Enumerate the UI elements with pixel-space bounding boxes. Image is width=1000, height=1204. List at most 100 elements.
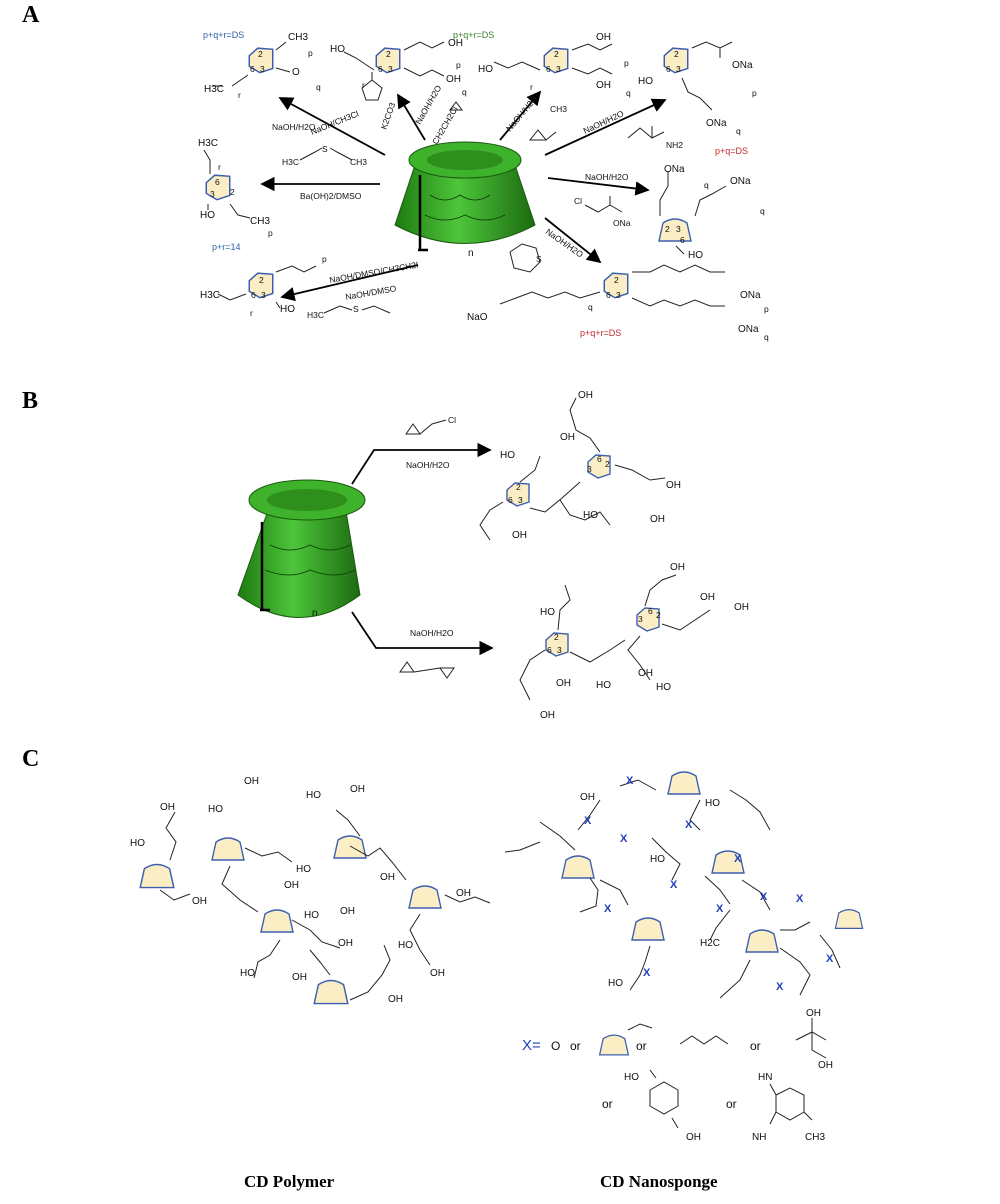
reagent-dimethyl-sulfate: H3C CH3 S: [282, 144, 367, 167]
svg-text:OH: OH: [560, 432, 575, 443]
svg-text:p: p: [624, 58, 629, 68]
cond-b-top: NaOH/H2O: [406, 460, 450, 470]
caption-cd-nanosponge: CD Nanosponge: [600, 1172, 718, 1191]
svg-text:3: 3: [210, 189, 215, 199]
svg-text:3: 3: [388, 64, 393, 74]
crosslink-x-13: X: [776, 981, 784, 993]
svg-text:S: S: [322, 144, 328, 154]
svg-text:OH: OH: [596, 32, 611, 43]
product-hydroxyethyl: 2 6 3 OH OH HO p q r p+q+r=DS: [330, 30, 494, 97]
cone-repeat-label-b: n: [312, 608, 318, 619]
reagent-epichlorohydrin: Cl: [405, 415, 456, 435]
svg-text:r: r: [362, 80, 365, 90]
svg-text:OH: OH: [666, 480, 681, 491]
svg-text:p: p: [764, 304, 769, 314]
svg-text:OH: OH: [244, 776, 259, 787]
svg-text:HO: HO: [208, 804, 223, 815]
svg-text:Cl: Cl: [448, 415, 456, 425]
crosslink-x-5: X: [604, 903, 612, 915]
reagent-acrylamide: NH2: [627, 126, 683, 150]
arrow-to-carboxymethyl: [544, 98, 667, 156]
svg-text:3: 3: [676, 64, 681, 74]
svg-text:HO: HO: [296, 864, 311, 875]
product-carboxymethyl: 2 6 3 ONa ONa HO p q p+q=DS: [638, 41, 757, 156]
reagent-chloroacetate: Cl ONa: [574, 196, 631, 228]
cyclodextrin-cone-a: n: [394, 141, 536, 259]
svg-text:OH: OH: [700, 592, 715, 603]
svg-text:HO: HO: [330, 44, 345, 55]
svg-text:NaO: NaO: [467, 312, 488, 323]
product-hydroxypropyl: 2 6 3 OH OH HO p q r: [478, 32, 631, 98]
svg-text:S: S: [536, 254, 542, 264]
svg-text:2: 2: [614, 275, 619, 285]
svg-text:p: p: [308, 48, 313, 58]
svg-text:6: 6: [666, 64, 671, 74]
svg-text:OH: OH: [160, 802, 175, 813]
svg-text:HO: HO: [478, 64, 493, 75]
svg-text:OH: OH: [540, 710, 555, 721]
product-ethyl: 2 6 3 H3C HO p r: [200, 254, 327, 318]
svg-text:OH: OH: [818, 1060, 833, 1071]
svg-text:H3C: H3C: [200, 290, 220, 301]
svg-text:HO: HO: [656, 682, 671, 693]
crosslink-x-4: X: [685, 819, 693, 831]
svg-text:HO: HO: [596, 680, 611, 691]
svg-text:2: 2: [259, 275, 264, 285]
panel-c: OH HO HO OH OH OH OH HO HO OH HO OH HO O…: [130, 771, 864, 1191]
svg-text:HO: HO: [705, 798, 720, 809]
svg-text:OH: OH: [806, 1008, 821, 1019]
svg-text:r: r: [250, 308, 253, 318]
svg-text:3: 3: [260, 64, 265, 74]
network-b-top: OH OH OH OH HO OH HO 6 2 3 2 6 3: [479, 390, 681, 541]
svg-text:OH: OH: [380, 872, 395, 883]
svg-text:3: 3: [587, 464, 592, 474]
svg-text:q: q: [316, 82, 321, 92]
legend-oxygen: O: [551, 1039, 560, 1053]
legend-toluene-diamine: HN NH CH3: [752, 1072, 825, 1143]
dimethyl-ds-label: p+r=14: [212, 242, 241, 252]
svg-text:2: 2: [554, 632, 559, 642]
svg-text:q: q: [764, 332, 769, 342]
cond-methyl: NaOH/CH3Cl: [309, 108, 360, 136]
svg-text:r: r: [218, 162, 221, 172]
crosslink-x-8: X: [716, 903, 724, 915]
svg-text:2: 2: [665, 224, 670, 234]
svg-text:6: 6: [508, 495, 513, 505]
svg-text:OH: OH: [650, 514, 665, 525]
svg-text:q: q: [462, 87, 467, 97]
svg-text:H2C: H2C: [700, 938, 720, 949]
svg-text:Cl: Cl: [574, 196, 582, 206]
legend-x: X=: [522, 1037, 541, 1054]
svg-text:HO: HO: [398, 940, 413, 951]
svg-text:2: 2: [516, 482, 521, 492]
svg-text:H3C: H3C: [282, 157, 299, 167]
cond-sulfobutyl: NaOH/H2O: [544, 226, 586, 259]
svg-text:2: 2: [258, 49, 263, 59]
svg-text:6: 6: [251, 290, 256, 300]
svg-text:CH3: CH3: [288, 32, 308, 43]
svg-text:OH: OH: [456, 888, 471, 899]
svg-text:p: p: [322, 254, 327, 264]
arrow-to-methyl: [278, 97, 386, 156]
svg-text:OH: OH: [596, 80, 611, 91]
reagent-propylene-oxide: CH3: [528, 104, 567, 141]
svg-text:ONa: ONa: [738, 324, 759, 335]
svg-text:HO: HO: [624, 1072, 639, 1083]
crosslink-x-7: X: [734, 853, 742, 865]
legend-or-1: or: [570, 1039, 581, 1053]
legend-dmpa: OH OH: [795, 1008, 833, 1071]
product-sulfobutyl: 2 6 3 ONa ONa NaO p q q p+q+r=DS: [467, 264, 769, 342]
panel-b: n NaOH/H2O NaOH/H2O Cl OH OH OH OH HO OH…: [237, 390, 749, 721]
svg-text:OH: OH: [512, 530, 527, 541]
cone-repeat-label-a: n: [468, 248, 474, 259]
svg-text:OH: OH: [734, 602, 749, 613]
svg-text:OH: OH: [338, 938, 353, 949]
cond-ethyl-bottom: NaOH/DMSO: [345, 283, 398, 302]
svg-text:2: 2: [605, 459, 610, 469]
svg-text:HO: HO: [306, 790, 321, 801]
svg-text:r: r: [530, 82, 533, 92]
svg-text:OH: OH: [686, 1132, 701, 1143]
svg-text:ONa: ONa: [613, 218, 631, 228]
svg-text:HO: HO: [608, 978, 623, 989]
crosslink-x-6: X: [670, 879, 678, 891]
